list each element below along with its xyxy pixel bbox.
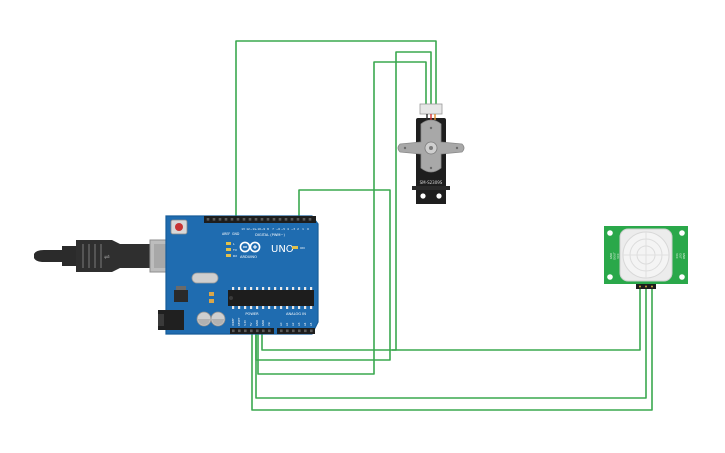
servo-mount-hole <box>420 193 426 199</box>
digital-header-label: DIGITAL (PWM~) <box>255 233 285 237</box>
pir-mount-hole <box>679 274 685 280</box>
rx-led <box>226 254 231 257</box>
power-pin-label: 5V <box>249 322 253 326</box>
wires <box>235 40 653 411</box>
servo-connector <box>419 103 443 115</box>
digital-pin-label: ~9 <box>261 227 265 231</box>
power-label: POWER <box>245 312 259 316</box>
servo-model-label: SM-S2309S <box>420 180 443 185</box>
usb-symbol-icon: ⇌ <box>104 253 110 261</box>
pir-pin-label: VCC <box>616 253 620 259</box>
smd-component <box>209 299 214 303</box>
usb-plug-housing <box>76 240 120 272</box>
gnd-label: GND <box>232 232 240 236</box>
voltage-regulator <box>174 290 188 302</box>
pir-fresnel-lens <box>619 228 673 282</box>
usb-plug-body <box>120 244 150 268</box>
wire[interactable] <box>255 289 647 399</box>
crystal-oscillator <box>191 272 219 284</box>
aref-label: AREF <box>222 232 230 236</box>
power-pin-label: GND <box>261 320 265 326</box>
power-pin-label: 3.3V <box>243 320 247 326</box>
pir-pin-label: OUT <box>679 253 683 259</box>
digital-header-holes <box>206 218 312 221</box>
arduino-brand-label: ARDUINO <box>240 255 257 259</box>
digital-pin-label: 1 <box>302 227 304 231</box>
usb-cable[interactable]: ⇌ <box>34 239 187 273</box>
pir-mount-hole <box>607 230 613 236</box>
power-pin-label: IOREF <box>231 318 235 326</box>
l-led <box>226 242 231 245</box>
analog-pin-label: A3 <box>297 322 301 326</box>
wire[interactable] <box>257 61 427 375</box>
on-led-label: ON <box>300 246 305 250</box>
digital-pin-label: ~11 <box>250 227 256 231</box>
rx-led-label: RX <box>233 254 237 258</box>
pir-mount-hole <box>607 274 613 280</box>
pir-pin-label: GND <box>682 253 686 259</box>
analog-pin-label: A5 <box>309 322 313 326</box>
digital-pin-label: ~6 <box>276 227 280 231</box>
dc-power-jack[interactable] <box>158 310 184 330</box>
digital-pin-label: ~5 <box>281 227 285 231</box>
tx-led-label: TX <box>232 248 237 252</box>
power-pin-label: RESET <box>237 317 241 326</box>
analog-header <box>277 328 315 334</box>
atmega-chip <box>228 287 314 309</box>
l-led-label: L <box>233 242 235 246</box>
power-pin-label: Vin <box>267 322 271 326</box>
uno-label: UNO <box>271 244 294 255</box>
wire[interactable] <box>392 289 641 351</box>
usb-cable-strain-relief <box>34 250 64 262</box>
analog-pin-label: A4 <box>303 322 307 326</box>
analog-pin-label: A1 <box>285 322 289 326</box>
usb-plug-grip-ridges <box>82 244 102 268</box>
arduino-logo-icon <box>239 241 261 253</box>
servo-motor[interactable]: SM-S2309S <box>397 103 465 204</box>
power-pin-label: GND <box>255 320 259 326</box>
smd-component <box>209 292 214 296</box>
digital-pin-label: 7 <box>272 227 274 231</box>
digital-header <box>204 216 316 223</box>
usb-cable-neck <box>62 246 76 266</box>
bottom-header-holes <box>232 329 313 333</box>
wire[interactable] <box>261 51 432 351</box>
tx-led <box>226 248 231 251</box>
analog-pin-label: A2 <box>291 322 295 326</box>
digital-pin-label: 2 <box>297 227 299 231</box>
analog-in-label: ANALOG IN <box>286 312 306 316</box>
arduino-pcb <box>166 216 318 334</box>
digital-pin-label: 4 <box>287 227 289 231</box>
digital-pin-label: 0 <box>307 227 309 231</box>
pir-pin-label: DOUT <box>613 252 617 260</box>
wire[interactable] <box>251 289 653 411</box>
servo-mount-hole <box>436 193 442 199</box>
digital-pin-label: ~10 <box>255 227 261 231</box>
digital-pin-label: 13 <box>241 227 245 231</box>
digital-pin-label: 12 <box>246 227 250 231</box>
reset-button-cap[interactable] <box>175 223 183 231</box>
wire[interactable] <box>235 40 437 216</box>
analog-pin-label: A0 <box>279 322 283 326</box>
on-led <box>292 246 298 249</box>
pir-mount-hole <box>679 230 685 236</box>
digital-pin-label: 8 <box>267 227 269 231</box>
digital-pin-label: ~3 <box>291 227 295 231</box>
pir-pin-label: GND <box>609 253 613 259</box>
pir-pin-label: VCC <box>675 253 679 259</box>
